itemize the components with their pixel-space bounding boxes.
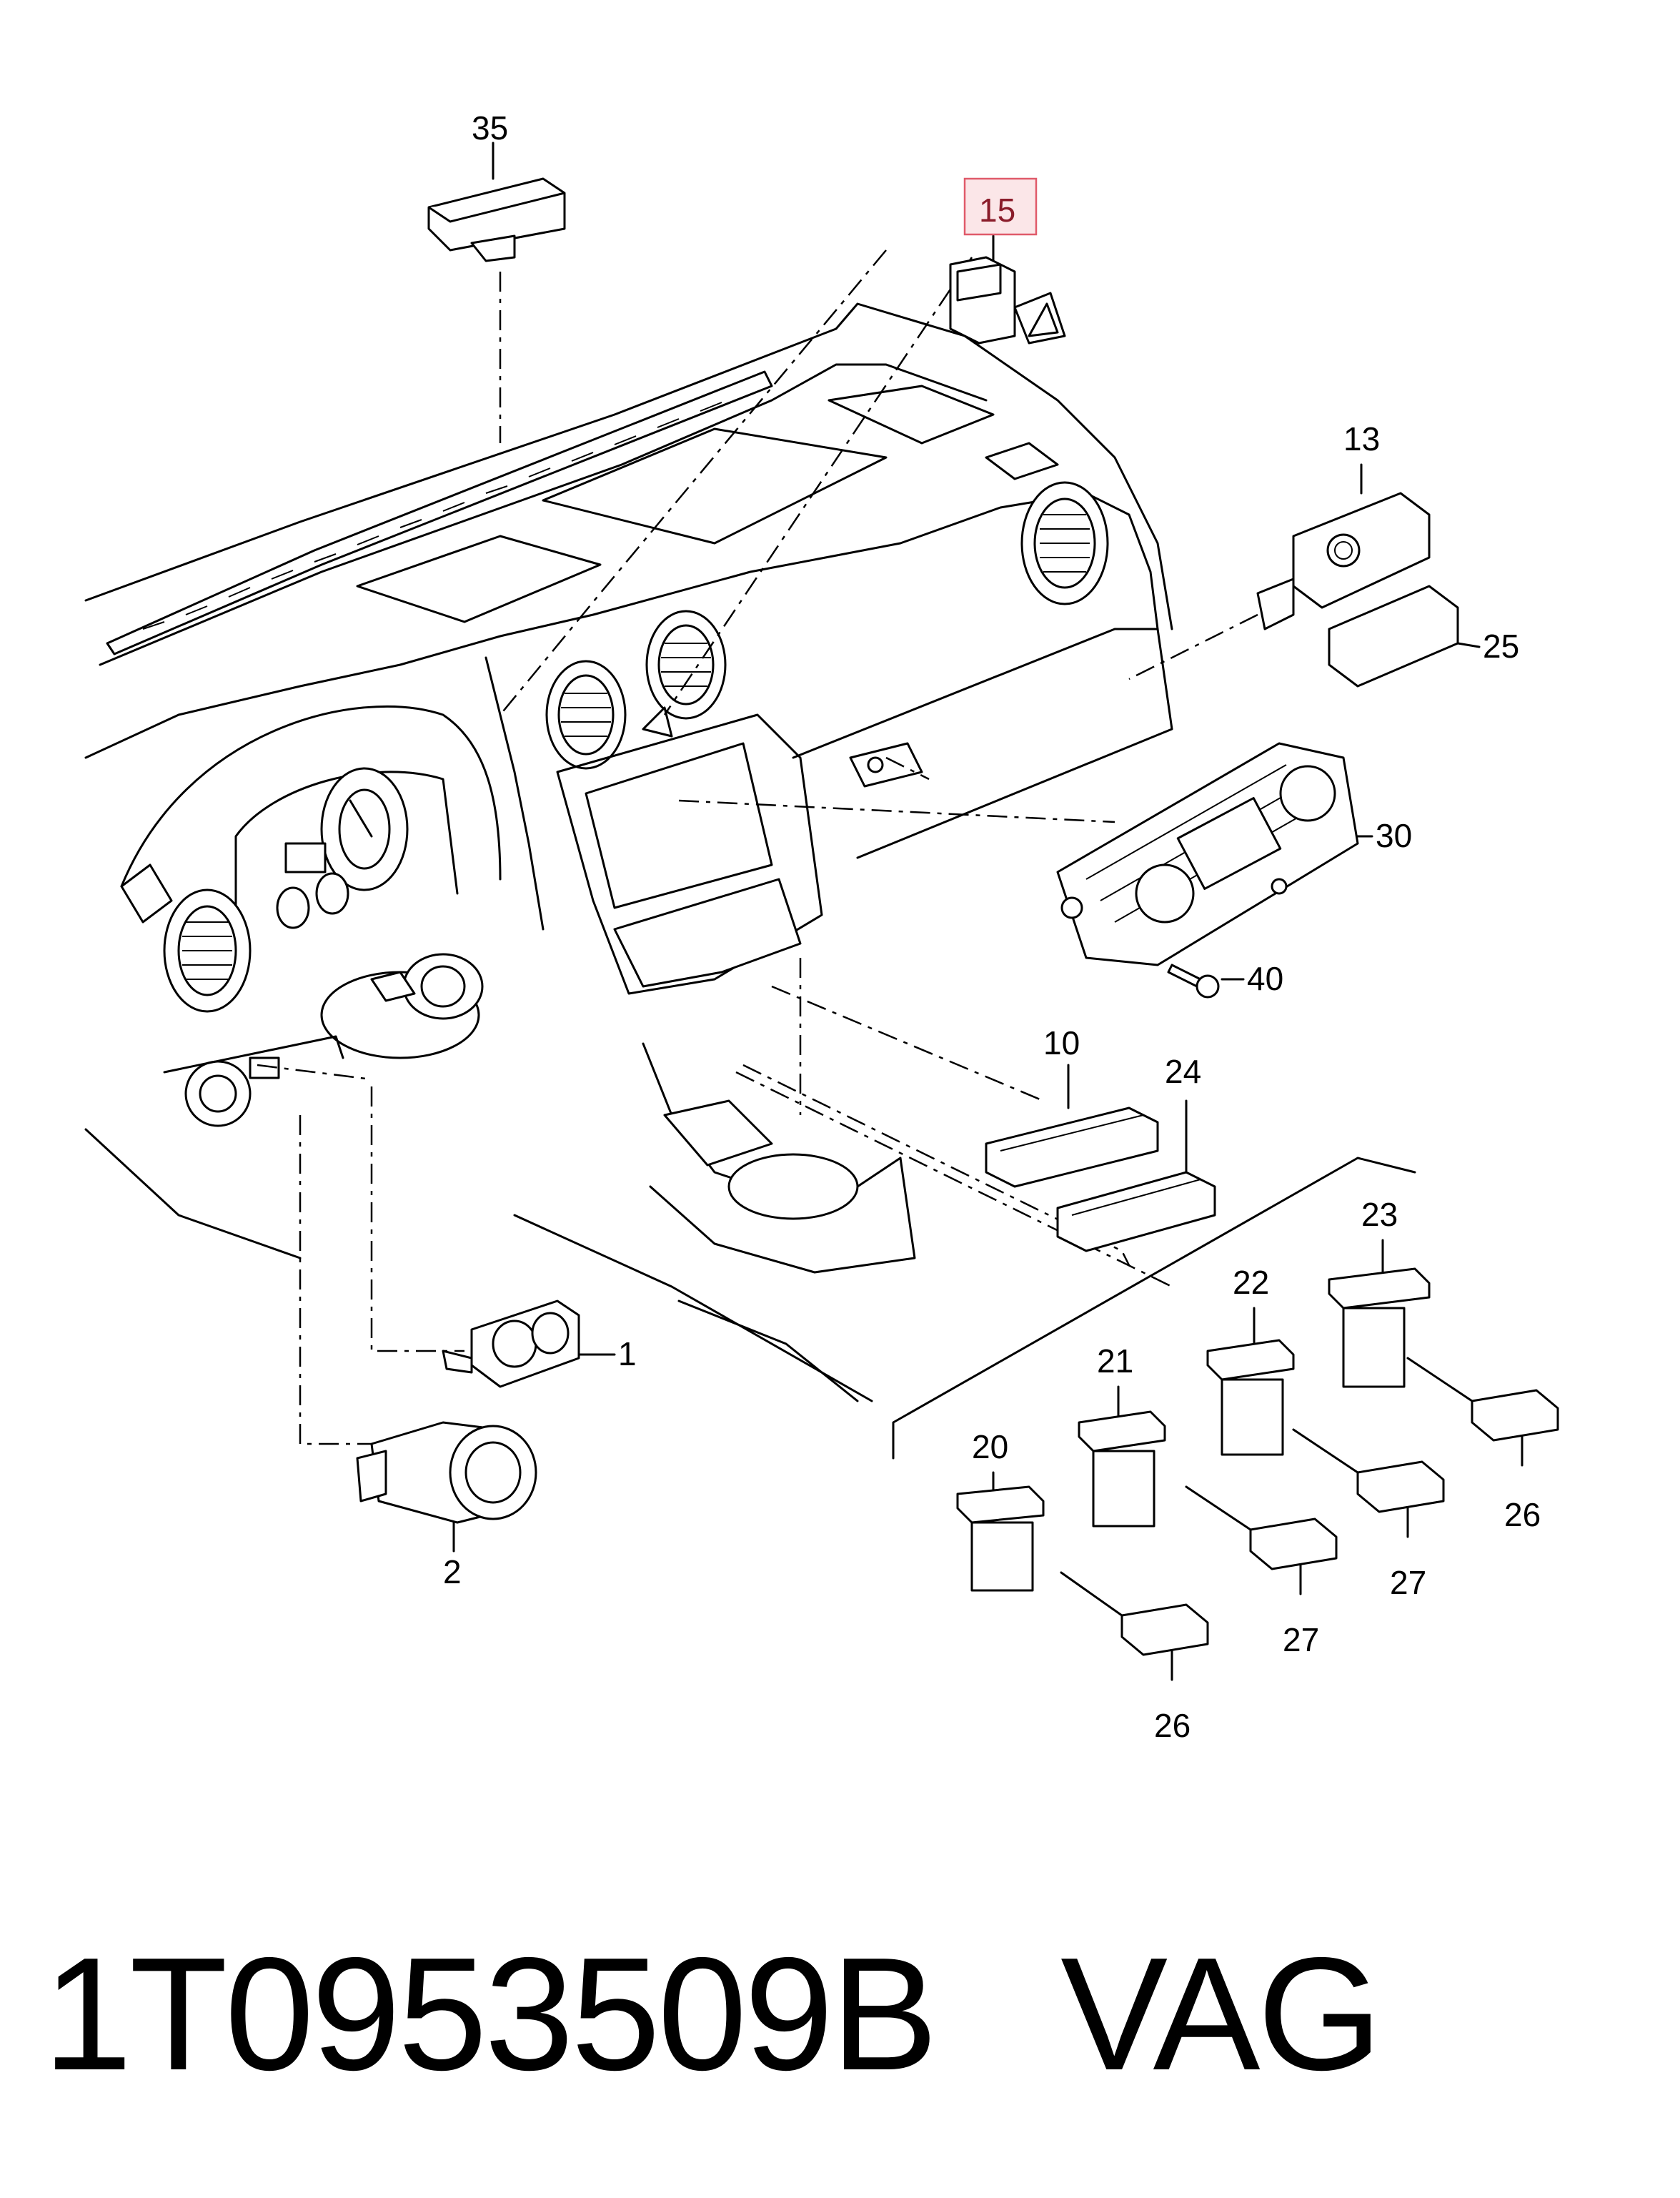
part-23-button xyxy=(1328,1239,1431,1388)
part-20-button xyxy=(956,1471,1045,1592)
callout-35: 35 xyxy=(472,109,508,147)
part-24-switch-strip xyxy=(1056,1099,1216,1252)
part-27-cap-upper xyxy=(1292,1428,1445,1538)
part-1-switch xyxy=(442,1300,616,1388)
highlight-box-15 xyxy=(963,177,1038,236)
callout-10: 10 xyxy=(1043,1024,1080,1061)
assembly-leader-lines xyxy=(257,249,1416,1460)
part-40-screw xyxy=(1167,964,1245,999)
part-27-cap-lower xyxy=(1185,1485,1338,1595)
part-22-button xyxy=(1206,1307,1295,1456)
callout-21: 21 xyxy=(1097,1342,1133,1380)
callout-1: 1 xyxy=(618,1335,637,1372)
part-number: 1T0953509B xyxy=(43,1924,938,2104)
part-26-cap-right xyxy=(1406,1357,1559,1467)
callout-24: 24 xyxy=(1165,1053,1201,1090)
callout-26-right: 26 xyxy=(1504,1496,1541,1533)
part-15-hazard-switch xyxy=(949,177,1066,345)
brand-name: VAG xyxy=(1060,1924,1382,2104)
callout-30: 30 xyxy=(1376,817,1412,854)
callout-40: 40 xyxy=(1247,960,1283,997)
part-number-caption: 1T0953509B VAG xyxy=(43,1934,1383,2094)
callout-22: 22 xyxy=(1233,1264,1269,1301)
callout-23: 23 xyxy=(1361,1196,1398,1233)
part-21-button xyxy=(1078,1385,1166,1528)
callout-13: 13 xyxy=(1343,420,1380,457)
caption-spacer xyxy=(935,1924,1061,2104)
callout-20: 20 xyxy=(972,1428,1008,1465)
part-30-climate-control xyxy=(1056,742,1373,966)
callout-15: 15 xyxy=(979,192,1015,229)
part-26-cap-left xyxy=(1060,1571,1209,1681)
part-35-sensor xyxy=(427,142,566,262)
callout-27-upper: 27 xyxy=(1390,1564,1426,1601)
callout-labels: 35 15 13 25 30 40 10 24 23 22 21 20 1 2 … xyxy=(443,109,1541,1744)
dashboard-illustration xyxy=(84,302,1173,1402)
part-25-cover xyxy=(1328,585,1481,688)
part-10-switch-strip xyxy=(985,1064,1159,1188)
part-2-light-switch xyxy=(356,1421,537,1553)
callout-2: 2 xyxy=(443,1553,462,1590)
callout-26-left: 26 xyxy=(1154,1707,1191,1744)
callout-25: 25 xyxy=(1483,628,1519,665)
callout-27-lower: 27 xyxy=(1283,1621,1319,1658)
part-13-switch xyxy=(1256,463,1431,630)
